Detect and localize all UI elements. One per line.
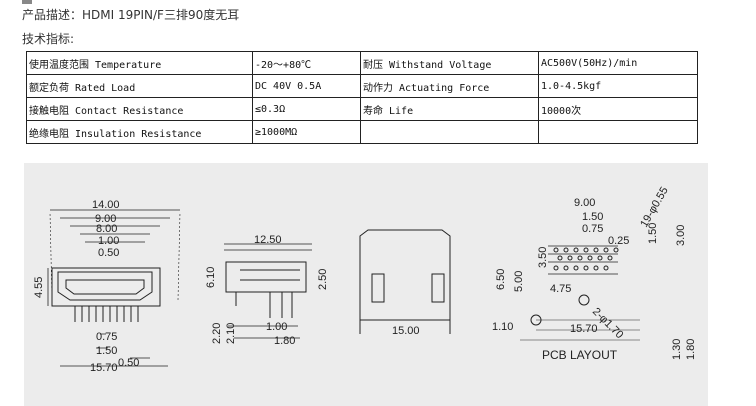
spec-label: 额定负荷 Rated Load: [26, 74, 253, 98]
table-row: 接触电阻 Contact Resistance ≤0.3Ω 寿命 Life 10…: [26, 97, 698, 121]
dim-text: 6.10: [205, 267, 217, 288]
spec-value: ≥1000MΩ: [252, 120, 361, 144]
dim-text: 9.00: [95, 213, 116, 225]
spec-value: AC500V(50Hz)/min: [538, 51, 698, 75]
spec-table: 使用温度范围 Temperature -20～+80℃ 耐压 Withstand…: [26, 51, 698, 144]
rear-view: [359, 229, 451, 334]
dim-text: 1.50: [96, 345, 117, 357]
dim-text: 2.20: [211, 323, 223, 344]
truncated-header-mark: [22, 0, 32, 4]
dim-text: 1.80: [685, 339, 697, 360]
dim-text: 5.00: [513, 271, 525, 292]
spec-value: -20～+80℃: [252, 51, 361, 75]
spec-value: 10000次: [538, 97, 698, 121]
dim-text: 0.25: [608, 235, 629, 247]
dim-text: 0.50: [118, 357, 139, 369]
spec-value: [538, 120, 698, 144]
pcb-layout-label: PCB LAYOUT: [542, 348, 618, 362]
spec-value: 1.0-4.5kgf: [538, 74, 698, 98]
spec-label: 动作力 Actuating Force: [360, 74, 539, 98]
dim-text: 3.50: [537, 247, 549, 268]
dim-text: 0.75: [582, 223, 603, 235]
dim-text: 0.75: [96, 331, 117, 343]
front-dimensions: 14.00 9.00 8.00 1.00 0.50 4.55 0.75 1.50…: [33, 199, 139, 374]
dim-text: 3.00: [675, 225, 687, 246]
technical-drawing: 14.00 9.00 8.00 1.00 0.50 4.55 0.75 1.50…: [24, 163, 708, 406]
side-view: [224, 243, 312, 339]
dim-text: 9.00: [574, 197, 595, 209]
tech-spec-title: 技术指标:: [22, 32, 75, 46]
spec-label: [360, 120, 539, 144]
dim-text: 1.80: [274, 335, 295, 347]
dim-text: 14.00: [92, 199, 120, 211]
dim-text: 1.50: [647, 223, 659, 244]
spec-label: 寿命 Life: [360, 97, 539, 121]
dim-text: 4.75: [550, 283, 571, 295]
pcb-view: [520, 245, 640, 341]
table-row: 绝缘电阻 Insulation Resistance ≥1000MΩ: [26, 120, 698, 144]
dim-text: 2.10: [225, 323, 237, 344]
side-dimensions: 12.50 6.10 2.50 1.00 2.20 2.10 1.80: [205, 234, 329, 347]
product-description: 产品描述：HDMI 19PIN/F三排90度无耳: [22, 8, 240, 22]
dim-text: 12.50: [254, 234, 282, 246]
dim-text: 1.30: [671, 339, 683, 360]
dim-text: 15.00: [392, 325, 420, 337]
spec-label: 接触电阻 Contact Resistance: [26, 97, 253, 121]
dim-text: 15.70: [90, 362, 118, 374]
front-view: [47, 209, 181, 367]
spec-label: 耐压 Withstand Voltage: [360, 51, 539, 75]
spec-label: 使用温度范围 Temperature: [26, 51, 253, 75]
dim-text: 4.55: [33, 277, 45, 298]
dim-text: 2.50: [317, 269, 329, 290]
dim-text: 6.50: [495, 269, 507, 290]
spec-value: DC 40V 0.5A: [252, 74, 361, 98]
dim-text: 1.10: [492, 321, 513, 333]
dim-text: 1.50: [582, 211, 603, 223]
dim-text: 1.00: [266, 321, 287, 333]
spec-value: ≤0.3Ω: [252, 97, 361, 121]
table-row: 使用温度范围 Temperature -20～+80℃ 耐压 Withstand…: [26, 51, 698, 75]
dim-text: 0.50: [98, 247, 119, 259]
table-row: 额定负荷 Rated Load DC 40V 0.5A 动作力 Actuatin…: [26, 74, 698, 98]
pin-holes: [553, 247, 619, 271]
drawing-background: [24, 163, 708, 406]
dim-text: 15.70: [570, 323, 598, 335]
dim-text: 8.00: [96, 223, 117, 235]
dim-text: 1.00: [98, 235, 119, 247]
spec-label: 绝缘电阻 Insulation Resistance: [26, 120, 253, 144]
